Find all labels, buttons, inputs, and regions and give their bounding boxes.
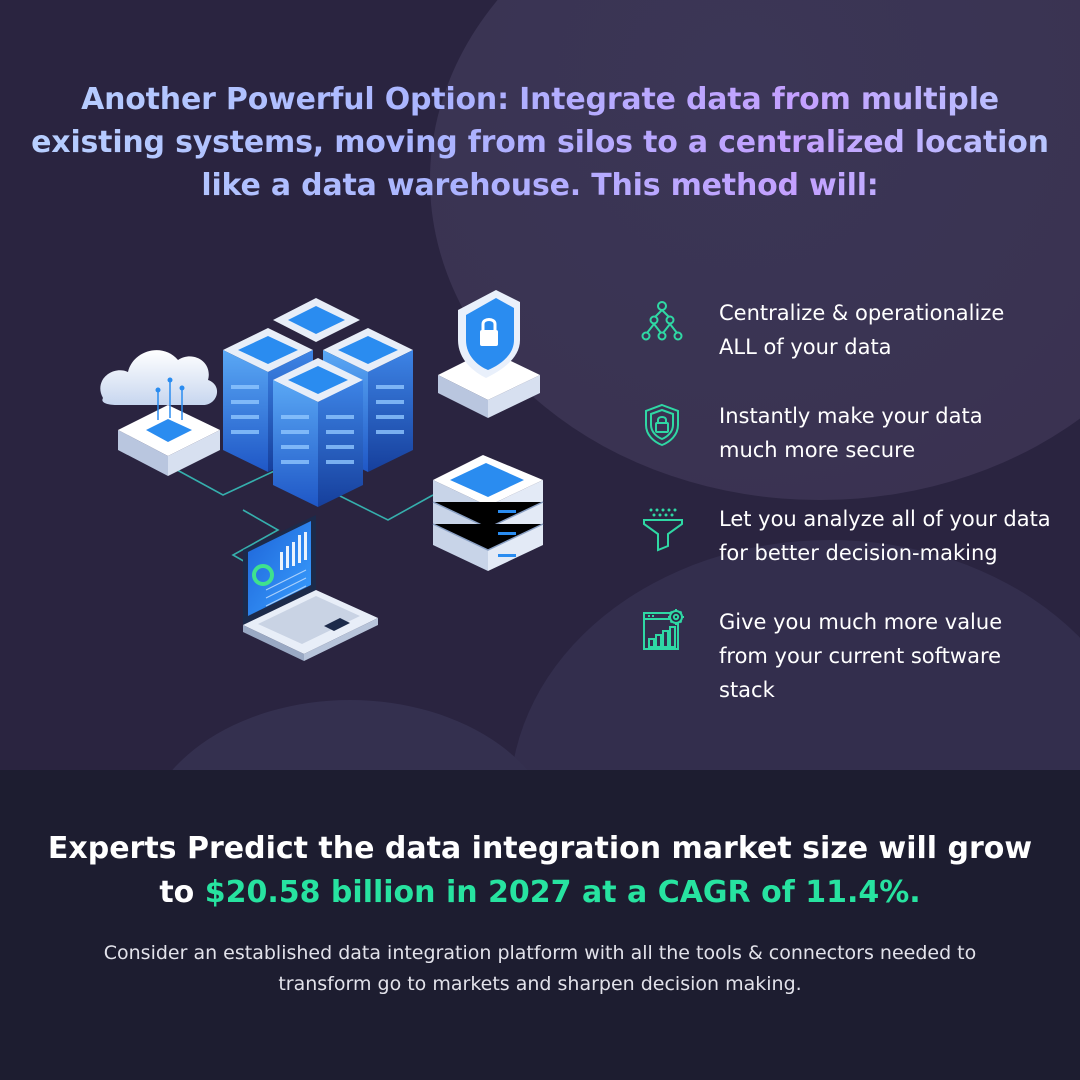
feature-line: ALL of your data: [719, 335, 892, 359]
feature-line: Instantly make your data: [719, 404, 983, 428]
cloud-server: [100, 350, 220, 476]
feature-line: stack: [719, 678, 775, 702]
list-item: Give you much more value from your curre…: [636, 605, 1066, 725]
list-item: Centralize & operationalize ALL of your …: [636, 296, 1066, 399]
headline: Another Powerful Option: Integrate data …: [20, 78, 1060, 207]
market-prediction: Experts Predict the data integration mar…: [40, 827, 1040, 915]
feature-line: Centralize & operationalize: [719, 301, 1005, 325]
storage-stack: [432, 455, 544, 571]
data-center-illustration: [100, 290, 544, 661]
feature-line: for better decision-making: [719, 541, 998, 565]
feature-line: from your current software: [719, 644, 1002, 668]
server-racks: [223, 298, 413, 507]
laptop: [243, 515, 378, 661]
top-panel: Another Powerful Option: Integrate data …: [0, 0, 1080, 770]
feature-line: much more secure: [719, 438, 916, 462]
funnel-icon: [643, 508, 683, 552]
shield-lock-icon: [645, 403, 679, 447]
hierarchy-icon: [641, 301, 683, 341]
shield-server: [438, 290, 540, 418]
feature-line: Give you much more value: [719, 610, 1003, 634]
dashboard-gear-icon: [643, 609, 684, 650]
list-item: Instantly make your data much more secur…: [636, 399, 1066, 502]
prediction-highlight: $20.58 billion in 2027 at a CAGR of 11.4…: [204, 875, 921, 910]
benefits-list: Centralize & operationalize ALL of your …: [636, 296, 1066, 725]
prediction-text: Experts Predict the data integration mar…: [47, 831, 1033, 910]
feature-line: Let you analyze all of your data: [719, 507, 1051, 531]
bottom-panel: Experts Predict the data integration mar…: [0, 770, 1080, 1080]
recommendation-note: Consider an established data integration…: [103, 942, 977, 995]
list-item: Let you analyze all of your data for bet…: [636, 502, 1066, 605]
background-shape: [140, 700, 560, 770]
